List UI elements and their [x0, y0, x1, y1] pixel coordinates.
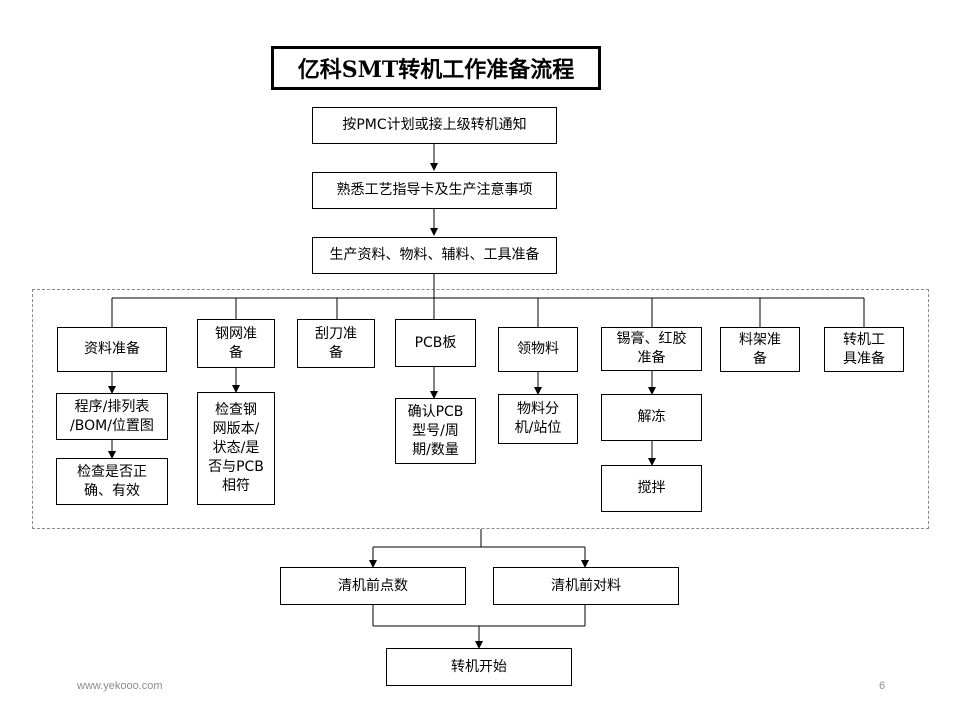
branch-stencil-check: 检查钢 网版本/ 状态/是 否与PCB 相符 [197, 392, 275, 505]
final-start: 转机开始 [386, 648, 572, 686]
branch-docs: 资料准备 [57, 327, 167, 372]
final-verify: 清机前对料 [493, 567, 679, 605]
branch-docs-check: 检查是否正 确、有效 [56, 458, 168, 505]
branch-pcb: PCB板 [395, 319, 476, 367]
branch-stencil: 钢网准 备 [197, 319, 275, 368]
branch-material: 领物料 [498, 327, 578, 372]
branch-paste: 锡膏、红胶 准备 [601, 327, 702, 371]
footer-site: www.yekooo.com [77, 680, 163, 692]
branch-stir: 搅拌 [601, 465, 702, 512]
page-title: 亿科SMT转机工作准备流程 [271, 46, 601, 90]
branch-rack: 料架准 备 [720, 327, 800, 372]
step-study: 熟悉工艺指导卡及生产注意事项 [312, 172, 557, 209]
step-prepare: 生产资料、物料、辅料、工具准备 [312, 237, 557, 274]
step-notify: 按PMC计划或接上级转机通知 [312, 107, 557, 144]
final-count: 清机前点数 [280, 567, 466, 605]
branch-tools: 转机工 具准备 [824, 327, 904, 372]
branch-squeegee: 刮刀准 备 [297, 319, 375, 368]
footer-page-number: 6 [879, 680, 886, 692]
branch-docs-program: 程序/排列表 /BOM/位置图 [56, 393, 168, 440]
preparation-group-frame [32, 289, 929, 529]
branch-pcb-check: 确认PCB 型号/周 期/数量 [395, 398, 476, 464]
branch-thaw: 解冻 [601, 394, 702, 441]
branch-material-split: 物料分 机/站位 [498, 394, 578, 444]
